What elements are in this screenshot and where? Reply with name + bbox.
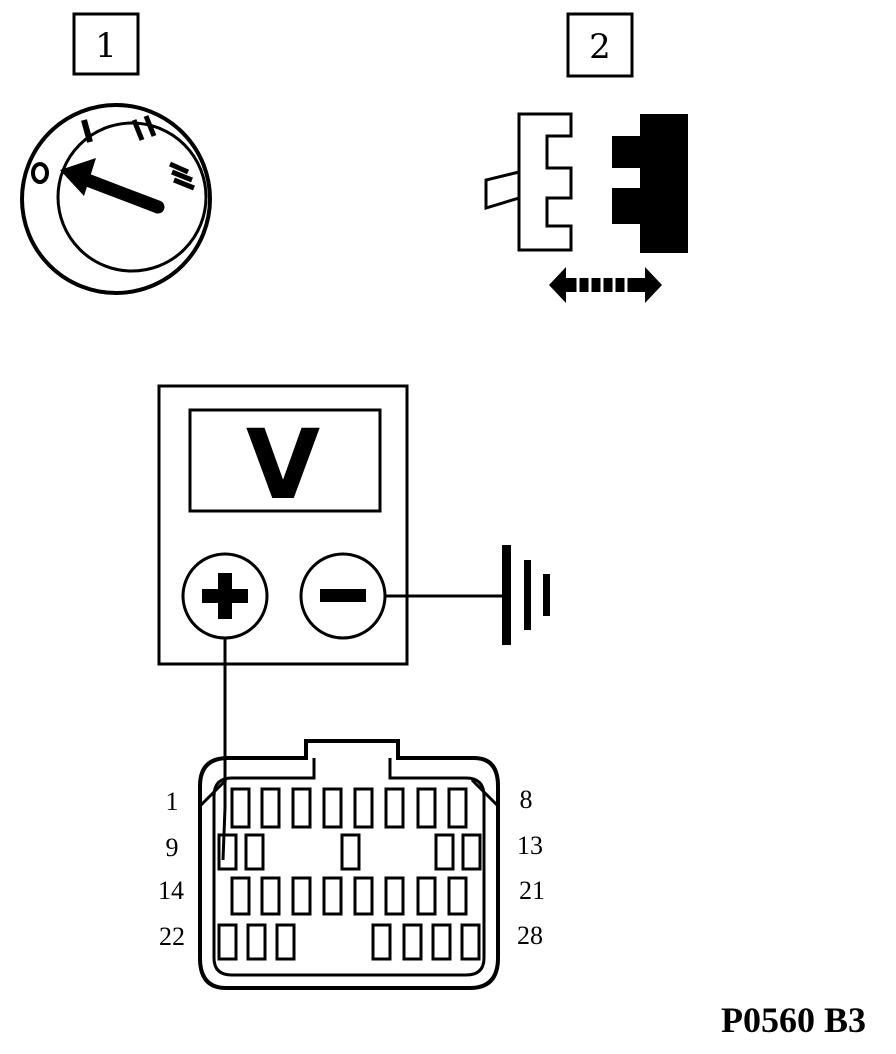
connector-pin-cavity <box>322 787 343 829</box>
pin-label-21: 21 <box>519 876 545 905</box>
plus-terminal <box>181 552 269 640</box>
connector-pin-cavity <box>291 787 312 829</box>
connector-pin-cavity <box>416 787 437 829</box>
connector-pin-cavity <box>461 833 482 871</box>
ground-connection <box>385 545 550 645</box>
step-1-label: 1 <box>95 26 117 66</box>
step-2-box <box>566 12 634 78</box>
pin-label-28: 28 <box>517 921 543 950</box>
connector-pin-cavity <box>460 923 481 961</box>
connector-pin-cavity <box>416 876 437 916</box>
connector-pin-cavity <box>230 787 251 829</box>
connector-pin-cavity <box>353 787 374 829</box>
connector-pin-cavity <box>402 923 423 961</box>
ignition-inner-dial <box>56 121 208 273</box>
connector-chamfer-right <box>470 778 500 808</box>
connector-pin-cavity <box>217 923 238 961</box>
minus-bar <box>320 589 366 602</box>
step-1-box <box>72 12 140 76</box>
connector-outline <box>198 739 500 990</box>
pin-label-22: 22 <box>159 922 185 951</box>
position-2-mark <box>131 115 157 141</box>
key-pointer-arrow <box>60 158 165 214</box>
connector-pin-cavity <box>260 876 281 916</box>
connector-pin-cavity <box>447 876 468 916</box>
disconnect-arrow-icon <box>549 267 662 303</box>
plug-wire-tab <box>484 170 521 211</box>
position-0-mark <box>31 162 49 184</box>
step-2-label: 2 <box>589 27 611 67</box>
connector-pin-cavity <box>275 923 296 961</box>
connector-pin-cavity <box>371 923 392 961</box>
connector-chamfer-left <box>198 778 228 808</box>
probe-wire <box>221 638 227 861</box>
pin-label-14: 14 <box>158 876 184 905</box>
ground-icon <box>502 545 550 645</box>
connector-disconnect-icon <box>484 112 688 303</box>
minus-terminal <box>299 552 387 640</box>
voltmeter-unit-label: V <box>246 409 320 521</box>
connector-pin-cavity <box>447 787 468 829</box>
connector-pin-cavity <box>260 787 281 829</box>
voltmeter-display <box>188 408 382 513</box>
plus-vertical-bar <box>218 573 232 619</box>
connector-pin-cavity <box>230 876 251 916</box>
plug-half <box>517 112 573 252</box>
connector-pin-cavity <box>384 787 405 829</box>
ignition-switch-icon <box>20 103 212 295</box>
voltmeter-body <box>157 384 409 666</box>
ignition-outer-ring <box>20 103 212 295</box>
connector-pin-cavity <box>434 833 455 871</box>
connector-pin-cavity <box>431 923 452 961</box>
position-1-mark <box>81 119 93 143</box>
connector-pin-cavity <box>353 876 374 916</box>
step-2-marker: 2 <box>566 12 634 78</box>
connector-pin-cavity <box>217 833 238 871</box>
pin-label-9: 9 <box>166 833 179 862</box>
position-3-mark <box>168 161 195 191</box>
voltmeter: V <box>157 384 409 666</box>
pin-label-1: 1 <box>166 787 179 816</box>
figure-reference-code: P0560 B3 <box>721 1000 866 1040</box>
connector-pin-cavity <box>244 833 265 871</box>
pin-label-13: 13 <box>517 831 543 860</box>
ecu-connector: 1 8 9 13 14 21 22 28 <box>158 739 545 990</box>
connector-pins <box>217 787 482 961</box>
connector-pin-cavity <box>340 833 361 871</box>
connector-pin-cavity <box>291 876 312 916</box>
step-1-marker: 1 <box>72 12 140 76</box>
connector-inner-outline <box>212 758 486 977</box>
connector-pin-cavity <box>246 923 267 961</box>
connector-pin-cavity <box>322 876 343 916</box>
pin-label-8: 8 <box>520 785 533 814</box>
connector-pin-cavity <box>384 876 405 916</box>
socket-half <box>612 114 688 253</box>
